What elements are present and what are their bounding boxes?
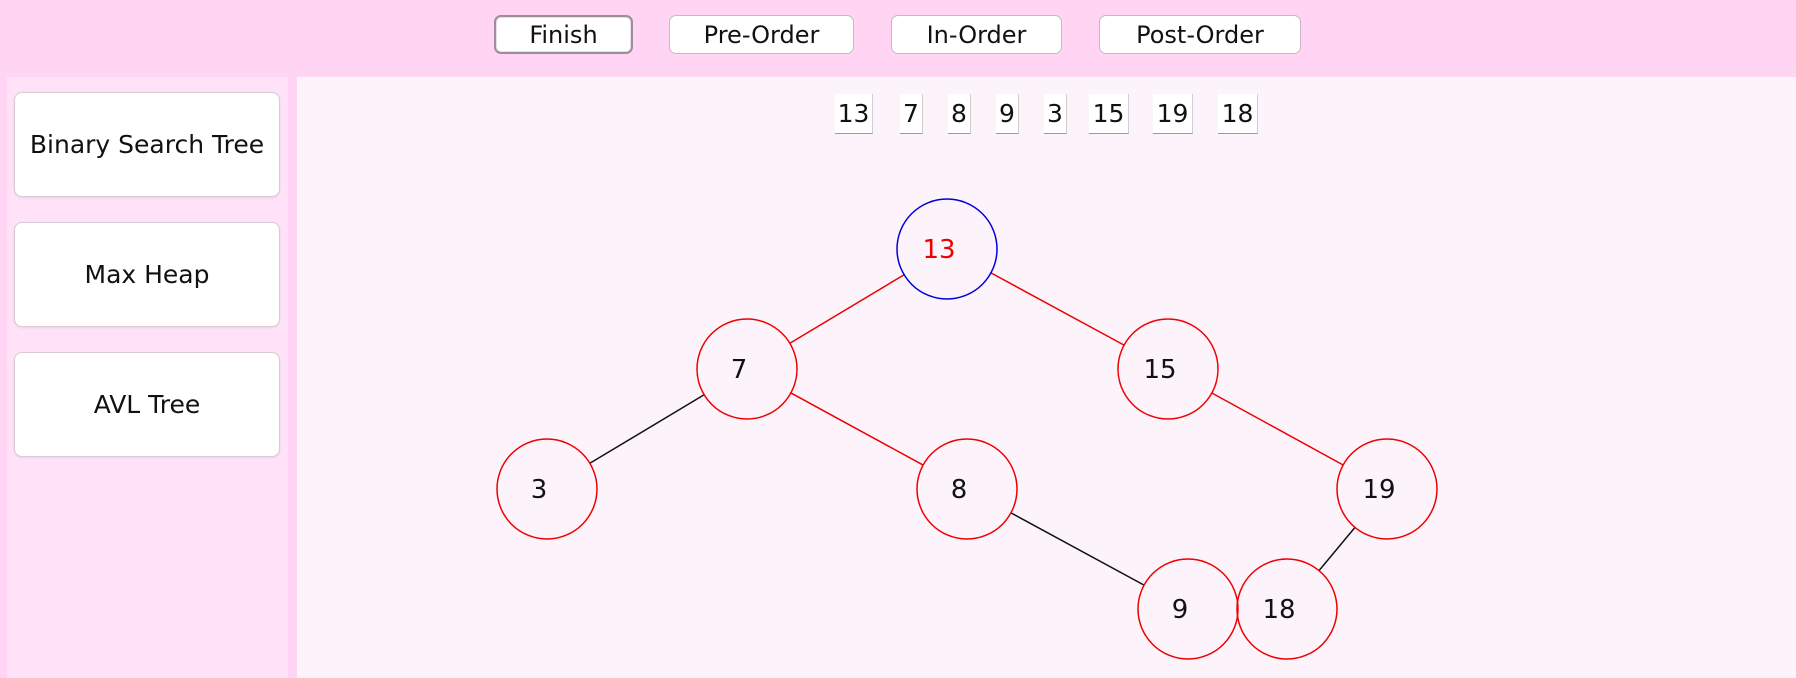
tree-node-label: 13 [922, 235, 955, 265]
tree-node-13[interactable]: 13 [896, 198, 998, 300]
tree-node-circle [916, 438, 1018, 540]
tree-node-circle [696, 318, 798, 420]
tree-node-circle [1336, 438, 1438, 540]
tree-node-label: 9 [1172, 595, 1189, 625]
traversal-output: 13 7 8 9 3 15 19 18 [297, 77, 1796, 137]
tree-node-circle [1117, 318, 1219, 420]
tree-node-circle [1137, 558, 1239, 660]
traversal-value: 8 [948, 94, 971, 134]
tree-node-circle [896, 198, 998, 300]
in-order-button[interactable]: In-Order [891, 15, 1062, 54]
sidebar: Binary Search Tree Max Heap AVL Tree [7, 77, 288, 678]
traversal-value: 3 [1044, 94, 1067, 134]
tree-node-label: 8 [951, 475, 968, 505]
pre-order-button[interactable]: Pre-Order [669, 15, 854, 54]
tree-node-3[interactable]: 3 [496, 438, 598, 540]
sidebar-item-avl-tree[interactable]: AVL Tree [14, 352, 280, 457]
traversal-value: 19 [1153, 94, 1193, 134]
tree-node-18[interactable]: 18 [1236, 558, 1338, 660]
tree-edge-8-9 [1010, 512, 1145, 586]
tree-node-19[interactable]: 19 [1336, 438, 1438, 540]
sidebar-item-binary-search-tree[interactable]: Binary Search Tree [14, 92, 280, 197]
traversal-value: 9 [996, 94, 1019, 134]
finish-button[interactable]: Finish [494, 15, 633, 54]
tree-edge-15-19 [1211, 392, 1344, 466]
tree-node-9[interactable]: 9 [1137, 558, 1239, 660]
tree-node-circle [1236, 558, 1338, 660]
tree-node-8[interactable]: 8 [916, 438, 1018, 540]
tree-edge-13-7 [789, 274, 905, 344]
tree-node-label: 19 [1362, 475, 1395, 505]
tree-edge-13-15 [990, 272, 1125, 346]
tree-node-circle [496, 438, 598, 540]
tree-node-label: 7 [731, 355, 748, 385]
tree-node-7[interactable]: 7 [696, 318, 798, 420]
tree-canvas: 13 7 8 9 3 15 19 18 13 7 15 3 8 19 9 18 [297, 77, 1796, 678]
tree-edge-19-18 [1318, 526, 1356, 572]
traversal-toolbar: Finish Pre-Order In-Order Post-Order [0, 0, 1796, 76]
tree-node-label: 18 [1262, 595, 1295, 625]
post-order-button[interactable]: Post-Order [1099, 15, 1301, 54]
traversal-value: 15 [1089, 94, 1129, 134]
tree-node-label: 15 [1143, 355, 1176, 385]
tree-diagram: 13 7 15 3 8 19 9 18 [496, 198, 1438, 660]
tree-node-label: 3 [531, 475, 548, 505]
traversal-value: 13 [835, 94, 873, 134]
tree-node-15[interactable]: 15 [1117, 318, 1219, 420]
sidebar-item-max-heap[interactable]: Max Heap [14, 222, 280, 327]
tree-edge-7-3 [589, 394, 705, 464]
traversal-value: 18 [1218, 94, 1258, 134]
tree-edge-7-8 [790, 392, 924, 466]
traversal-value: 7 [900, 94, 923, 134]
